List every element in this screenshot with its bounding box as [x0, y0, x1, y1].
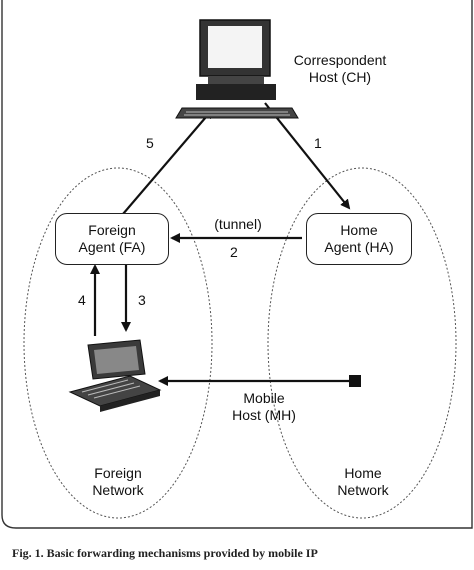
- step-1-label: 1: [314, 135, 322, 151]
- ha-label-line2: Agent (HA): [324, 239, 394, 255]
- arrow-5: [122, 108, 214, 215]
- figure-caption: Fig. 1. Basic forwarding mechanisms prov…: [12, 546, 318, 560]
- ch-label-line1: Correspondent: [293, 52, 387, 68]
- fa-label-line1: Foreign: [88, 222, 136, 238]
- mh-label: Mobile Host (MH): [222, 390, 306, 424]
- mh-label-line1: Mobile: [243, 390, 285, 406]
- mh-label-line2: Host (MH): [232, 407, 296, 423]
- foreign-network-line2: Network: [92, 482, 144, 498]
- laptop-icon: [68, 339, 162, 412]
- ch-label-line2: Host (CH): [308, 69, 372, 85]
- figure-frame: [1, 0, 473, 529]
- fa-label-line2: Agent (FA): [78, 239, 146, 255]
- arrow-1: [264, 102, 351, 210]
- step-3-label: 3: [138, 292, 146, 308]
- home-network-oval: [267, 167, 457, 519]
- step-5-label: 5: [146, 135, 154, 151]
- mh-home-position-marker: [349, 375, 361, 387]
- ch-label: Correspondent Host (CH): [278, 52, 402, 86]
- foreign-network-oval: [23, 167, 213, 519]
- home-network-line2: Network: [337, 482, 389, 498]
- home-network-label: Home Network: [318, 465, 408, 499]
- ha-label-line1: Home: [340, 222, 378, 238]
- foreign-network-line1: Foreign: [94, 465, 142, 481]
- computer-icon: [175, 19, 299, 119]
- step-2-label: 2: [230, 244, 238, 260]
- step-4-label: 4: [78, 292, 86, 308]
- tunnel-label: (tunnel): [214, 216, 262, 232]
- foreign-agent-box: Foreign Agent (FA): [55, 213, 169, 265]
- home-network-line1: Home: [344, 465, 382, 481]
- home-agent-box: Home Agent (HA): [306, 213, 412, 265]
- foreign-network-label: Foreign Network: [76, 465, 160, 499]
